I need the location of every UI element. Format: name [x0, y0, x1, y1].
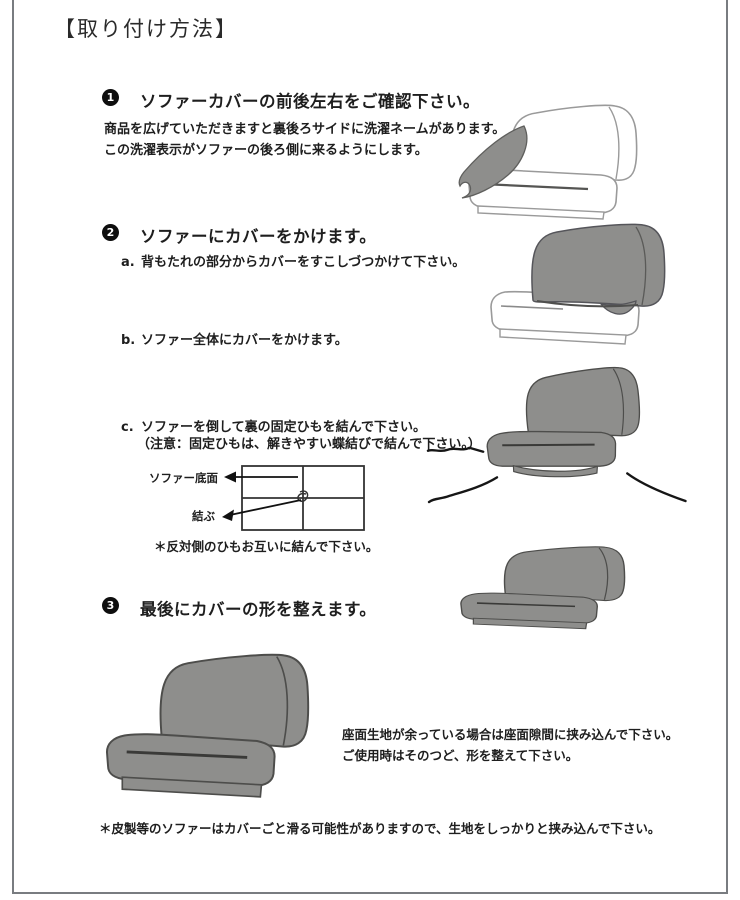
step-2-badge: 2 [102, 224, 119, 241]
step-2a-item: a. 背もたれの部分からカバーをすこしづつかけて下さい。 [121, 251, 465, 270]
step-1-desc-line-2: この洗濯表示がソファーの後ろ側に来るようにします。 [104, 143, 428, 158]
gray-sofa [486, 366, 641, 478]
sofa-bottom-label: ソファー底面 [149, 471, 218, 485]
tie-label: 結ぶ [192, 509, 215, 523]
step-2b-label: b. [121, 333, 136, 348]
tie-label-arrow [222, 499, 302, 521]
seat-fabric-note-line-2: ご使用時はそのつど、形を整えて下さい。 [342, 748, 579, 763]
step-1-description: 商品を広げていただきますと裏後ろサイドに洗濯ネームがあります。 この洗濯表示がソ… [104, 119, 505, 161]
step-2a-label: a. [121, 255, 135, 270]
step-2-heading: ソファーにカバーをかけます。 [140, 227, 377, 246]
step-1-desc-line-1: 商品を広げていただきますと裏後ろサイドに洗濯ネームがあります。 [104, 122, 506, 137]
step-2b-text: ソファー全体にカバーをかけます。 [141, 333, 348, 348]
leather-sofa-warning: ＊皮製等のソファーはカバーごと滑る可能性がありますので、生地をしっかりと挟み込ん… [99, 821, 661, 836]
step-2c-text: ソファーを倒して裏の固定ひもを結んで下さい。 [141, 420, 426, 435]
diagram-note: ＊反対側のひもお互いに結んで下さい。 [154, 539, 379, 554]
seat-fabric-note-line-1: 座面生地が余っている場合は座面隙間に挟み込んで下さい。 [342, 727, 679, 742]
sofa-with-folded-cover-illustration [458, 104, 638, 220]
seat-fabric-note: 座面生地が余っている場合は座面隙間に挟み込んで下さい。 ご使用時はそのつど、形を… [342, 724, 678, 766]
cover-over-backrest-illustration [490, 223, 666, 345]
step-3-badge: 3 [102, 597, 119, 614]
step-3-heading: 最後にカバーの形を整えます。 [140, 600, 377, 619]
white-sofa [468, 104, 638, 220]
step-1-badge: 1 [102, 89, 119, 106]
step-2b-item: b. ソファー全体にカバーをかけます。 [121, 329, 348, 348]
gray-cover-drape [458, 125, 528, 199]
step-2-number: 2 [106, 226, 115, 239]
covered-sofa-illustration [460, 546, 626, 630]
step-2a-text: 背もたれの部分からカバーをすこしづつかけて下さい。 [141, 255, 466, 270]
step-2c-item: c. ソファーを倒して裏の固定ひもを結んで下さい。 [121, 416, 426, 435]
sofa-bottom-diagram [222, 465, 365, 531]
step-2c-note: （注意：固定ひもは、解きやすい蝶結びで結んで下さい。） [137, 437, 481, 452]
step-1-number: 1 [106, 91, 115, 104]
step-3-number: 3 [106, 599, 115, 612]
gray-cover-on-backrest [531, 223, 666, 315]
tilted-sofa-with-strings-illustration [426, 366, 687, 504]
bottom-label-arrow [224, 471, 298, 483]
tie-strings [426, 446, 687, 504]
page-title: 【取り付け方法】 [54, 17, 238, 41]
step-1-heading: ソファーカバーの前後左右をご確認下さい。 [140, 92, 480, 111]
step-2c-label: c. [121, 420, 134, 435]
finished-sofa-illustration [105, 653, 310, 798]
